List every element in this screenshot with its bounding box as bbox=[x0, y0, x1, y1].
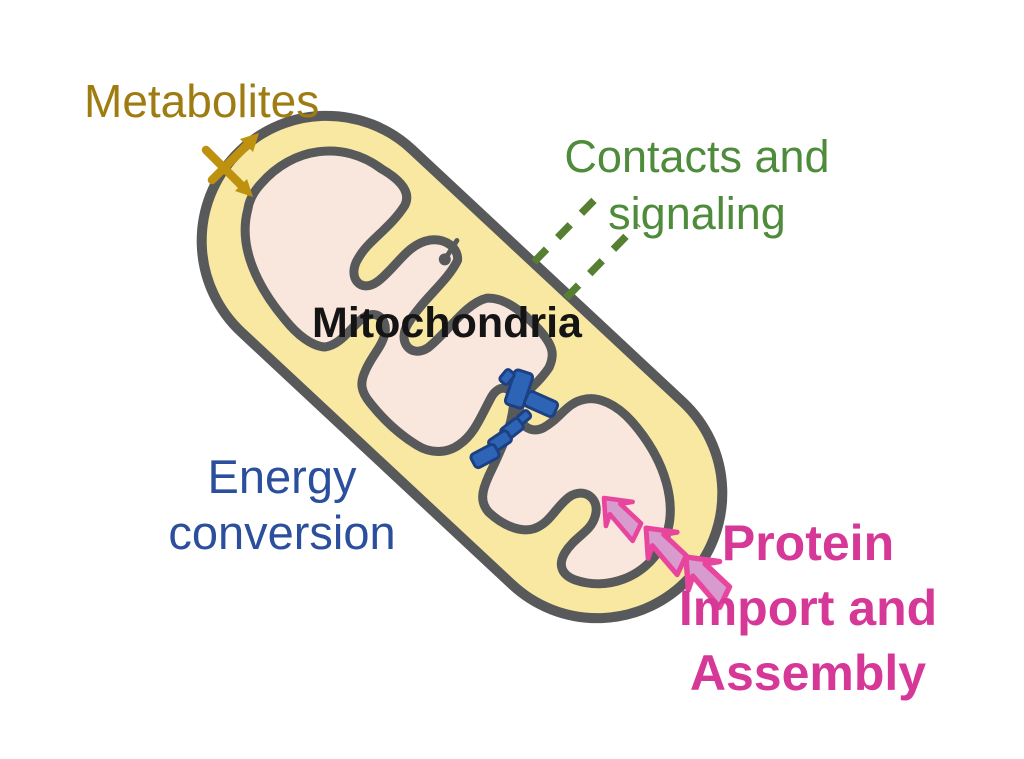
protein-line3: Assembly bbox=[689, 645, 927, 701]
protein-line1: Protein bbox=[721, 515, 895, 571]
mitochondria-label: Mitochondria bbox=[312, 299, 582, 347]
atp-synthase-icon bbox=[469, 368, 560, 470]
inner-membrane bbox=[240, 146, 675, 589]
metabolites-label: Metabolites bbox=[84, 75, 320, 127]
contact-signaling-dashes-icon bbox=[531, 188, 641, 301]
metabolite-exchange-arrows-icon bbox=[201, 133, 259, 197]
crista-knob-icon bbox=[438, 238, 460, 266]
energy-line2: conversion bbox=[168, 506, 396, 560]
contacts-line2: signaling bbox=[608, 187, 786, 239]
contacts-line1: Contacts and bbox=[564, 131, 830, 182]
protein-import-assembly-label: Protein Import and Assembly bbox=[679, 511, 937, 706]
contacts-signaling-label: Contacts and signaling bbox=[564, 129, 829, 242]
protein-line2: Import and bbox=[678, 580, 938, 636]
energy-line1: Energy bbox=[207, 450, 357, 503]
energy-conversion-label: Energy conversion bbox=[168, 449, 395, 562]
protein-import-arrows-icon bbox=[601, 495, 733, 611]
